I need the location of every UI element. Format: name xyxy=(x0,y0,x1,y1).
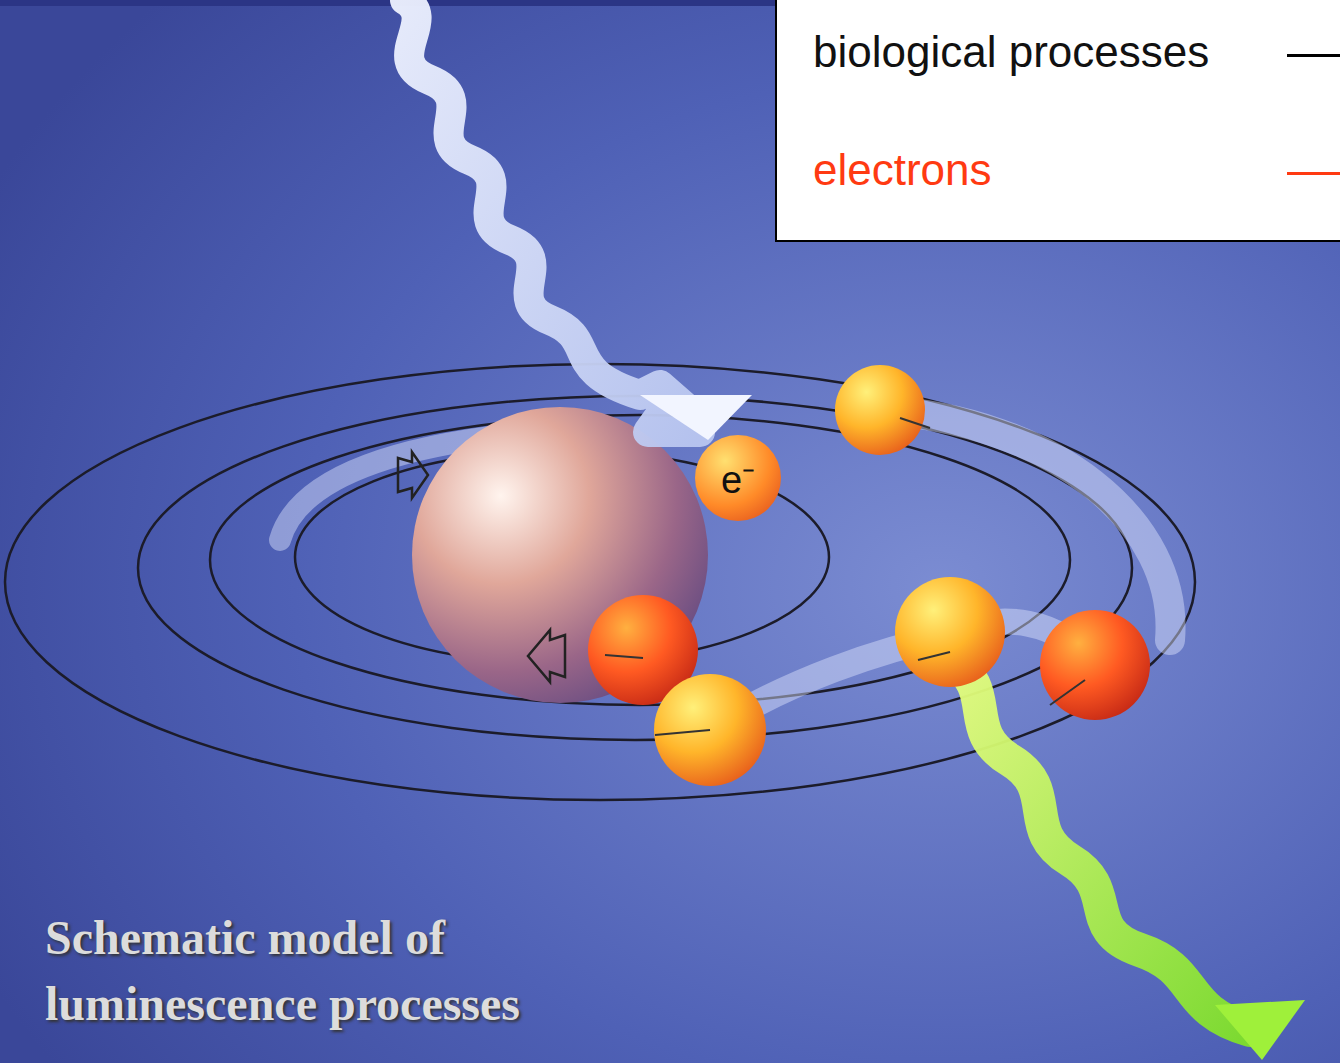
legend-box: biological processes electrons xyxy=(775,0,1340,242)
caption-text: Schematic model of luminescence processe… xyxy=(45,905,665,1037)
electron-circle: e⁻ xyxy=(695,435,781,521)
legend-text: biological processes xyxy=(813,27,1209,77)
electron-label: e⁻ xyxy=(721,452,755,504)
legend-text: electrons xyxy=(813,145,992,195)
legend-line xyxy=(1287,54,1340,57)
legend-line xyxy=(1287,172,1340,175)
